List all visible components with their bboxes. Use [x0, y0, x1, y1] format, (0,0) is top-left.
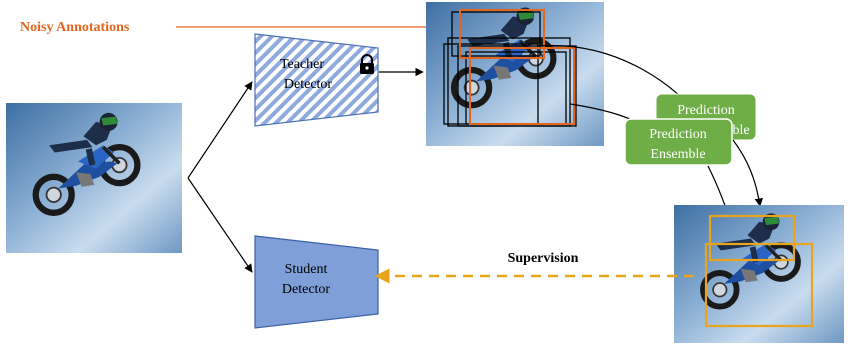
arrow-to-student [187, 177, 253, 273]
arrow-ensemble-to-output-1 [732, 139, 764, 207]
teacher-label-line1: Teacher [280, 57, 324, 72]
teacher-detector: Teacher Detector [254, 33, 379, 127]
lock-icon [360, 54, 374, 74]
student-label-line1: Student [285, 262, 328, 277]
teacher-label-line2: Detector [284, 77, 333, 92]
teacher-prediction-image [426, 2, 604, 146]
input-image [6, 103, 182, 253]
pred-front-line1: Prediction [649, 127, 707, 142]
prediction-ensemble-front: Prediction Ensemble [624, 118, 733, 166]
student-label-line2: Detector [282, 282, 331, 297]
pred-back-line1: Prediction [677, 103, 735, 118]
arrow-to-teacher [187, 81, 253, 179]
pred-front-line2: Ensemble [650, 147, 705, 162]
noisy-annotations-label: Noisy Annotations [20, 20, 130, 35]
supervision-label: Supervision [508, 251, 579, 266]
ensemble-output-image [674, 205, 844, 343]
noisy-boxes [459, 9, 575, 125]
student-detector: Student Detector [254, 235, 379, 329]
